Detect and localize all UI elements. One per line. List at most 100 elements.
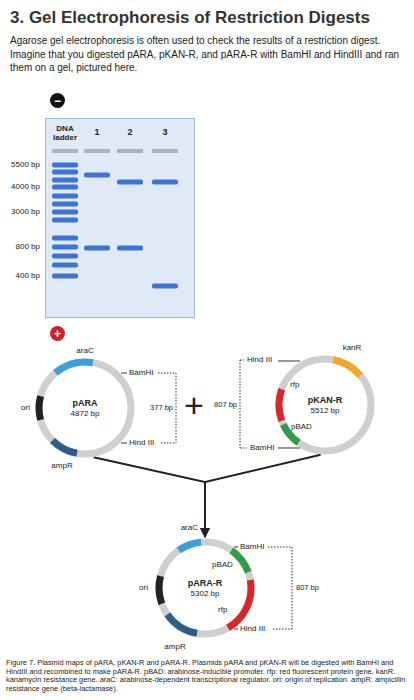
gene-label: pBAD	[212, 560, 233, 570]
plasmid-name: pARA-R	[188, 578, 223, 589]
electrode-sign: +	[54, 328, 61, 340]
site-line	[121, 443, 127, 444]
gene-label: rfp	[290, 380, 299, 390]
gel-well	[52, 149, 78, 153]
gene-label: araC	[76, 346, 93, 356]
lane-number: 3	[158, 128, 172, 138]
site-line	[234, 629, 238, 630]
dna-band	[52, 178, 78, 183]
dna-band	[52, 218, 78, 223]
dna-band	[52, 263, 78, 268]
size-marker: 800 bp	[16, 242, 40, 252]
gene-arc	[177, 539, 202, 553]
site-label: Hind III	[129, 438, 154, 448]
dna-band	[117, 246, 143, 251]
gene-label: rfp	[218, 605, 227, 615]
size-marker: 400 bp	[16, 271, 40, 281]
plasmid-shape	[155, 538, 255, 638]
dna-band	[52, 236, 78, 241]
plasmid-size: 4872 bp	[71, 409, 100, 419]
electrode-symbol: −	[50, 93, 65, 108]
electrode-symbol: +	[50, 326, 65, 341]
dna-band	[152, 180, 178, 185]
plasmid-map: pARA4872 bp	[35, 358, 135, 458]
dna-band	[52, 210, 78, 215]
gene-arc	[226, 579, 254, 630]
agarose-gel: DNA ladder 1 2 3	[45, 118, 195, 318]
process-arrow	[205, 455, 321, 537]
gene-label: kanR	[343, 343, 362, 353]
size-bracket	[176, 373, 177, 443]
site-line	[121, 373, 127, 374]
plasmid-map: pKAN-R5512 bp	[275, 355, 375, 455]
gene-arc	[275, 388, 285, 422]
plasmid-shape	[35, 358, 135, 458]
dna-band	[117, 180, 143, 185]
gene-label: pBAD	[291, 422, 312, 432]
gel-well	[84, 149, 110, 153]
dna-band	[84, 246, 110, 251]
plus-sign: +	[184, 387, 204, 424]
lane-number: 1	[90, 128, 104, 138]
bracket-line	[240, 360, 244, 361]
electrode-circle	[50, 326, 65, 341]
dna-band	[52, 254, 78, 259]
gene-arc	[332, 356, 363, 377]
fragment-size: 807 bp	[214, 400, 237, 409]
intro-text: Agarose gel electrophoresis is often use…	[10, 34, 406, 75]
dna-band	[52, 185, 78, 190]
gene-arc	[36, 395, 44, 421]
plasmid-size: 5302 bp	[191, 589, 220, 599]
plasmid-size: 5512 bp	[311, 406, 340, 416]
site-label: BamHI	[129, 368, 153, 378]
section-title: 3. Gel Electrophoresis of Restriction Di…	[10, 8, 370, 28]
gene-label: ampR	[51, 461, 72, 471]
bracket-line	[240, 448, 247, 449]
bracket-line	[268, 547, 292, 548]
lane-number: 2	[123, 128, 137, 138]
dna-band	[52, 245, 78, 250]
size-marker: 5500 bp	[11, 160, 40, 170]
site-line	[234, 547, 238, 548]
fragment-size: 377 bp	[150, 403, 173, 412]
size-bracket	[292, 547, 293, 629]
plasmid-map: pARA-R5302 bp	[155, 538, 255, 638]
size-bracket	[240, 360, 241, 448]
gene-arc	[156, 575, 166, 605]
dna-band	[84, 173, 110, 178]
size-marker: 4000 bp	[11, 182, 40, 192]
size-marker: 3000 bp	[11, 207, 40, 217]
bracket-line	[161, 443, 176, 444]
figure-caption: Figure 7. Plasmid maps of pARA, pKAN-R a…	[6, 659, 408, 694]
gene-label: ori	[21, 403, 30, 413]
gel-slab	[46, 119, 195, 318]
site-label: Hind III	[247, 355, 272, 365]
dna-band	[52, 202, 78, 207]
dna-band	[52, 163, 78, 168]
gel-well	[117, 149, 143, 153]
site-label: BamHI	[240, 542, 264, 552]
process-arrow	[94, 457, 205, 537]
fragment-size: 807 bp	[296, 583, 319, 592]
electrode-circle	[50, 93, 65, 108]
plasmid-shape	[275, 355, 375, 455]
dna-band	[52, 194, 78, 199]
plasmid-name: pARA	[73, 398, 98, 409]
gene-arc	[50, 438, 78, 457]
gene-arc	[164, 612, 197, 636]
plasmid-name: pKAN-R	[308, 395, 343, 406]
site-line	[278, 361, 300, 362]
dna-band	[52, 274, 78, 279]
gel-shape	[45, 118, 195, 318]
electrode-sign: −	[54, 95, 61, 107]
bracket-line	[273, 629, 292, 630]
bracket-line	[158, 373, 176, 374]
site-label: Hind III	[240, 624, 265, 634]
gene-label: araC	[181, 523, 198, 533]
ladder-label: DNA ladder	[46, 125, 84, 143]
gene-label: ori	[139, 583, 148, 593]
site-label: BamHI	[250, 443, 274, 453]
site-line	[278, 448, 300, 449]
gene-arc	[53, 358, 93, 375]
dna-band	[152, 284, 178, 289]
